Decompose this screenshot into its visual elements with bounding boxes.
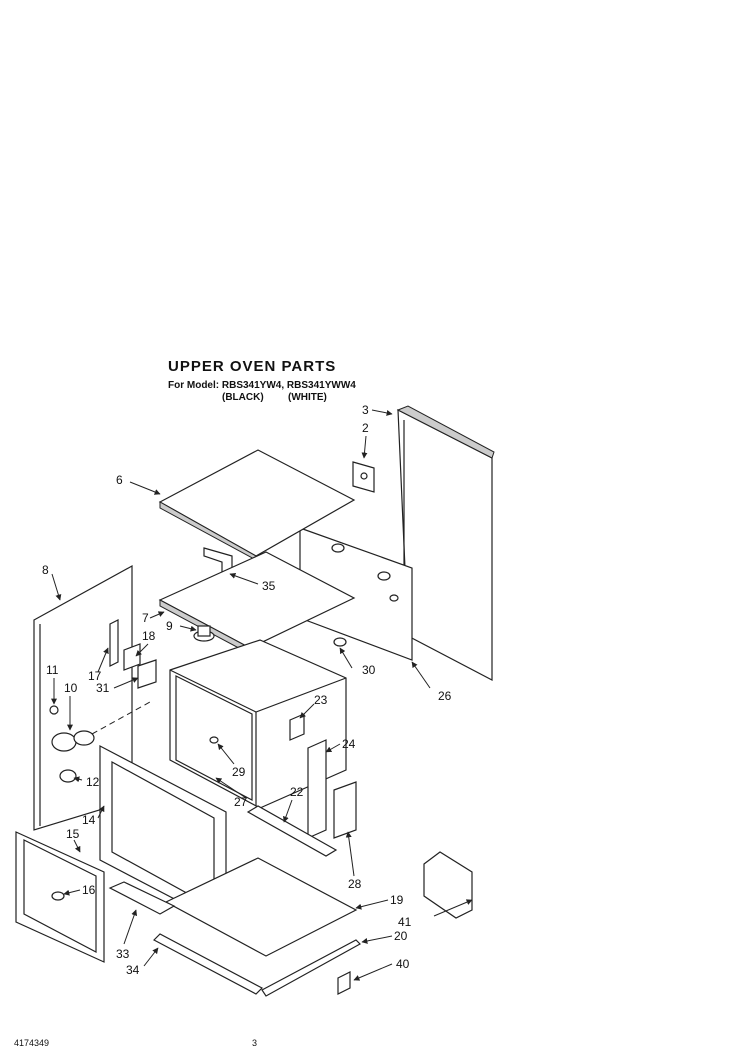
callout-9: 9	[166, 619, 173, 633]
part-hinge-28	[333, 781, 357, 839]
variant-black: (BLACK)	[222, 392, 264, 403]
part-bottom-panel	[164, 857, 358, 957]
part-strip-20	[261, 939, 361, 997]
callout-10: 10	[64, 681, 78, 695]
callout-14: 14	[82, 813, 96, 827]
callout-8: 8	[42, 563, 49, 577]
callout-7: 7	[142, 611, 149, 625]
callout-33: 33	[116, 947, 130, 961]
part-rear-panel	[396, 405, 495, 681]
callout-26: 26	[438, 689, 452, 703]
callout-3: 3	[362, 403, 369, 417]
callout-12: 12	[86, 775, 100, 789]
callout-20: 20	[394, 929, 408, 943]
callout-41: 41	[398, 915, 412, 929]
callout-31: 31	[96, 681, 110, 695]
part-bracket	[352, 461, 375, 493]
callout-27: 27	[234, 795, 248, 809]
callout-24: 24	[342, 737, 356, 751]
callout-16: 16	[82, 883, 96, 897]
part-41	[423, 851, 473, 919]
callout-11: 11	[46, 663, 59, 677]
diagram-title: UPPER OVEN PARTS	[168, 358, 337, 375]
document-number: 4174349	[14, 1038, 50, 1048]
callout-2: 2	[362, 421, 369, 435]
callout-28: 28	[348, 877, 362, 891]
leader-lines	[51, 409, 473, 981]
part-29	[209, 736, 219, 744]
part-strip-34	[153, 933, 263, 995]
callout-22: 22	[290, 785, 304, 799]
callout-35: 35	[262, 579, 276, 593]
callout-23: 23	[314, 693, 328, 707]
callout-15: 15	[66, 827, 80, 841]
callout-17: 17	[88, 669, 102, 683]
part-side-panel	[299, 527, 413, 661]
callout-34: 34	[126, 963, 140, 977]
callout-40: 40	[396, 957, 410, 971]
part-sensor-9	[193, 625, 215, 642]
part-33	[108, 881, 176, 915]
part-11	[49, 705, 59, 715]
callout-18: 18	[142, 629, 156, 643]
part-lamp-10	[51, 730, 95, 752]
part-oven-cavity	[169, 639, 347, 809]
part-bulb-12	[59, 769, 77, 783]
variant-white: (WHITE)	[288, 392, 327, 403]
callout-6: 6	[116, 473, 123, 487]
part-30	[333, 637, 347, 647]
callout-labels: 3 2 6 35 8 7 9 18 30 11 17 31 10 23 24 2…	[42, 403, 452, 977]
part-clip-31	[137, 659, 157, 689]
part-rail-22	[246, 805, 338, 857]
callout-30: 30	[362, 663, 376, 677]
part-hinge-17	[109, 619, 119, 667]
part-gasket	[15, 831, 105, 963]
callout-19: 19	[390, 893, 404, 907]
part-top-panel	[158, 449, 356, 561]
model-line: For Model: RBS341YW4, RBS341YWW4	[168, 380, 356, 391]
part-24	[307, 739, 327, 839]
callout-29: 29	[232, 765, 246, 779]
page-number: 3	[252, 1038, 258, 1048]
part-23	[289, 713, 305, 741]
part-40	[337, 971, 351, 995]
part-16	[51, 891, 65, 901]
